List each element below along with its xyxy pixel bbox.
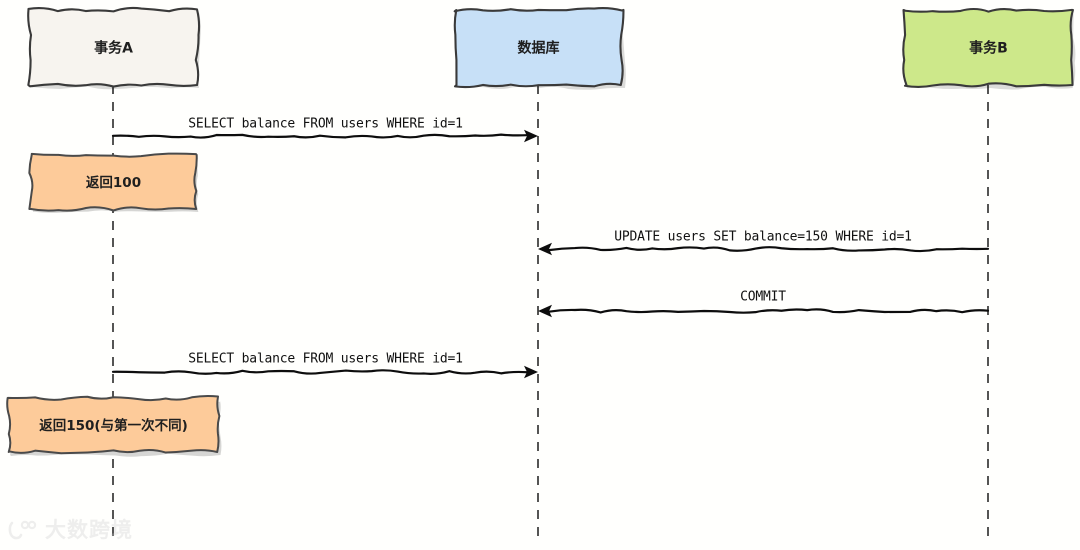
message-m4[interactable]: SELECT balance FROM users WHERE id=1 xyxy=(111,352,538,379)
message-line xyxy=(547,246,990,253)
note-n1[interactable]: 返回100 xyxy=(28,152,199,213)
message-m3[interactable]: COMMIT xyxy=(538,290,990,318)
note-label: 返回150(与第一次不同) xyxy=(39,417,188,434)
message-label: SELECT balance FROM users WHERE id=1 xyxy=(188,117,463,132)
message-arrowhead xyxy=(524,129,538,143)
note-shape xyxy=(6,394,221,455)
message-m2[interactable]: UPDATE users SET balance=150 WHERE id=1 xyxy=(538,230,990,256)
participants-group: 事务A 数据库 事务B xyxy=(27,6,1076,90)
messages-group: SELECT balance FROM users WHERE id=1UPDA… xyxy=(111,117,990,379)
participant-label-DB: 数据库 xyxy=(518,40,560,57)
message-line xyxy=(547,308,990,314)
participant-label-B: 事务B xyxy=(969,40,1008,57)
note-shape xyxy=(28,152,198,212)
participant-box-shape xyxy=(453,7,625,89)
note-n2[interactable]: 返回150(与第一次不同) xyxy=(6,394,222,457)
message-arrowhead xyxy=(524,365,538,379)
participant-label-A: 事务A xyxy=(94,40,133,57)
message-arrowhead xyxy=(538,242,552,256)
participant-box-A[interactable]: 事务A xyxy=(27,6,201,90)
message-m1[interactable]: SELECT balance FROM users WHERE id=1 xyxy=(111,117,538,143)
message-label: COMMIT xyxy=(740,290,786,305)
participant-box-B[interactable]: 事务B xyxy=(902,7,1076,90)
participant-box-shape xyxy=(27,6,201,88)
message-label: SELECT balance FROM users WHERE id=1 xyxy=(188,352,463,367)
message-line xyxy=(111,369,529,375)
participant-box-DB[interactable]: 数据库 xyxy=(453,7,626,90)
message-arrowhead xyxy=(538,304,552,318)
message-label: UPDATE users SET balance=150 WHERE id=1 xyxy=(614,230,911,245)
note-label: 返回100 xyxy=(86,175,141,191)
notes-group: 返回100 返回150(与第一次不同) xyxy=(6,152,222,457)
participant-box-shape xyxy=(902,7,1074,89)
message-line xyxy=(111,133,529,139)
